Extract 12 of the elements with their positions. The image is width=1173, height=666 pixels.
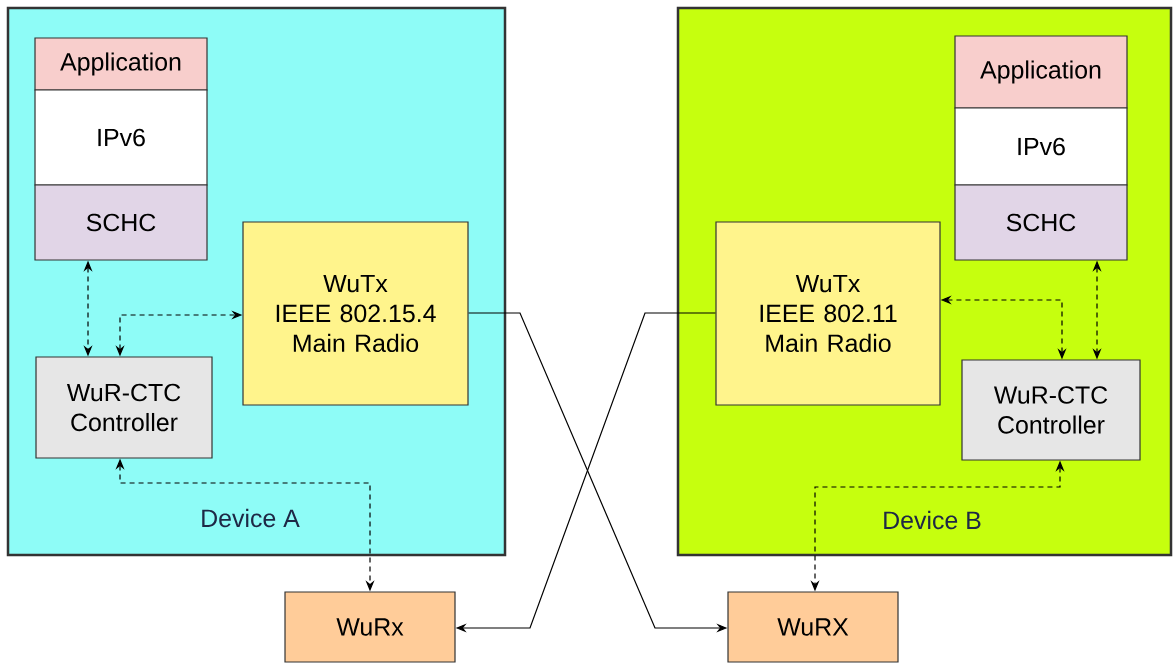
layer-box: SCHC	[954, 184, 1128, 261]
controller-box: WuR-CTC Controller	[961, 359, 1141, 461]
layer-box: Application	[34, 37, 208, 91]
layer-box: IPv6	[34, 89, 208, 186]
radio-box: WuTx IEEE 802.15.4 Main Radio	[242, 221, 469, 406]
layer-box: IPv6	[954, 107, 1128, 186]
receiver-box: WuRx	[284, 591, 456, 663]
layer-box: Application	[954, 35, 1128, 109]
controller-box: WuR-CTC Controller	[35, 356, 213, 459]
layer-box: SCHC	[34, 184, 208, 261]
receiver-box: WuRX	[727, 591, 899, 663]
radio-box: WuTx IEEE 802.11 Main Radio	[715, 221, 941, 406]
